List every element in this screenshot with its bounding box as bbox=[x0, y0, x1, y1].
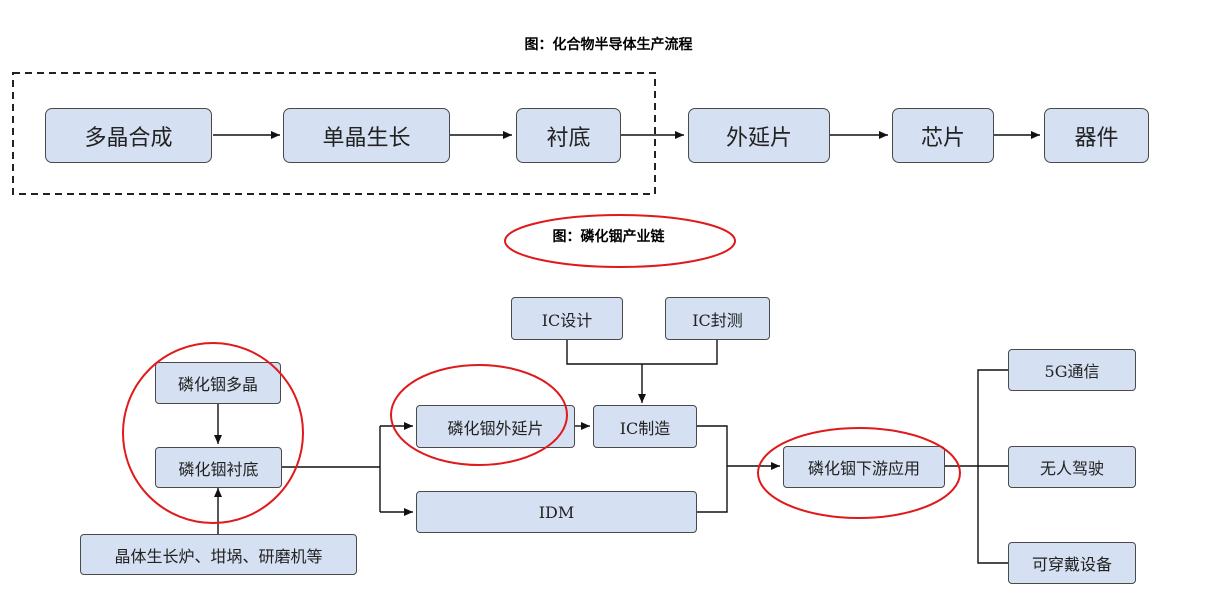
node-5g-communication: 5G通信 bbox=[1008, 349, 1136, 391]
node-inp-downstream: 磷化铟下游应用 bbox=[783, 446, 945, 488]
step-polycrystal-synthesis: 多晶合成 bbox=[45, 108, 212, 163]
node-inp-polycrystal: 磷化铟多晶 bbox=[155, 362, 281, 404]
node-idm: IDM bbox=[416, 491, 697, 533]
step-substrate: 衬底 bbox=[516, 108, 621, 163]
step-device: 器件 bbox=[1044, 108, 1149, 163]
figure2-title: 图：磷化铟产业链 bbox=[552, 229, 665, 245]
node-ic-packaging: IC封测 bbox=[665, 297, 770, 340]
step-single-crystal-growth: 单晶生长 bbox=[283, 108, 450, 163]
node-equipment: 晶体生长炉、坩埚、研磨机等 bbox=[80, 534, 357, 575]
node-wearable-devices: 可穿戴设备 bbox=[1008, 542, 1136, 584]
figure1-title: 图：化合物半导体生产流程 bbox=[524, 37, 693, 53]
node-ic-design: IC设计 bbox=[511, 297, 623, 340]
node-autonomous-driving: 无人驾驶 bbox=[1008, 446, 1136, 488]
step-epitaxial-wafer: 外延片 bbox=[688, 108, 830, 163]
node-inp-epitaxy: 磷化铟外延片 bbox=[416, 405, 575, 448]
node-ic-manufacturing: IC制造 bbox=[593, 405, 697, 448]
node-inp-substrate: 磷化铟衬底 bbox=[155, 447, 282, 488]
step-chip: 芯片 bbox=[892, 108, 994, 163]
